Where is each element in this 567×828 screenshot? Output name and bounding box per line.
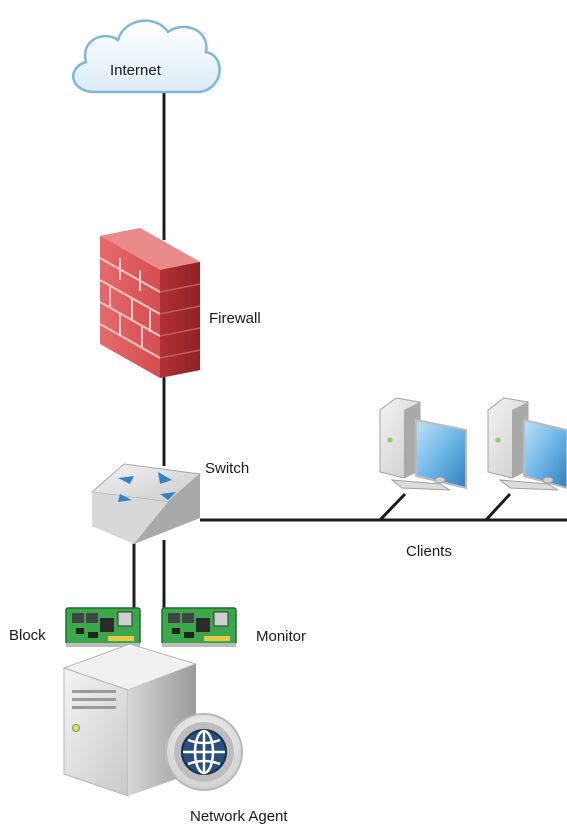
switch-icon bbox=[90, 463, 202, 544]
block-nic-card-icon bbox=[65, 607, 141, 647]
client-computer-2-icon bbox=[487, 397, 567, 491]
monitor-nic-card-icon bbox=[161, 607, 237, 647]
internet-label: Internet bbox=[110, 62, 161, 79]
block-label: Block bbox=[9, 627, 46, 644]
firewall-label: Firewall bbox=[209, 310, 261, 327]
client-computer-1-icon bbox=[379, 397, 467, 491]
globe-icon bbox=[165, 713, 243, 791]
switch-label: Switch bbox=[205, 460, 250, 477]
connection-lines bbox=[132, 90, 567, 610]
network-agent-label: Network Agent bbox=[190, 808, 288, 825]
firewall-icon bbox=[99, 228, 201, 378]
internet-cloud-icon bbox=[72, 19, 221, 94]
link-client-2 bbox=[484, 492, 512, 522]
clients-label: Clients bbox=[406, 543, 452, 560]
link-client-1 bbox=[378, 492, 407, 522]
monitor-label: Monitor bbox=[256, 628, 307, 645]
